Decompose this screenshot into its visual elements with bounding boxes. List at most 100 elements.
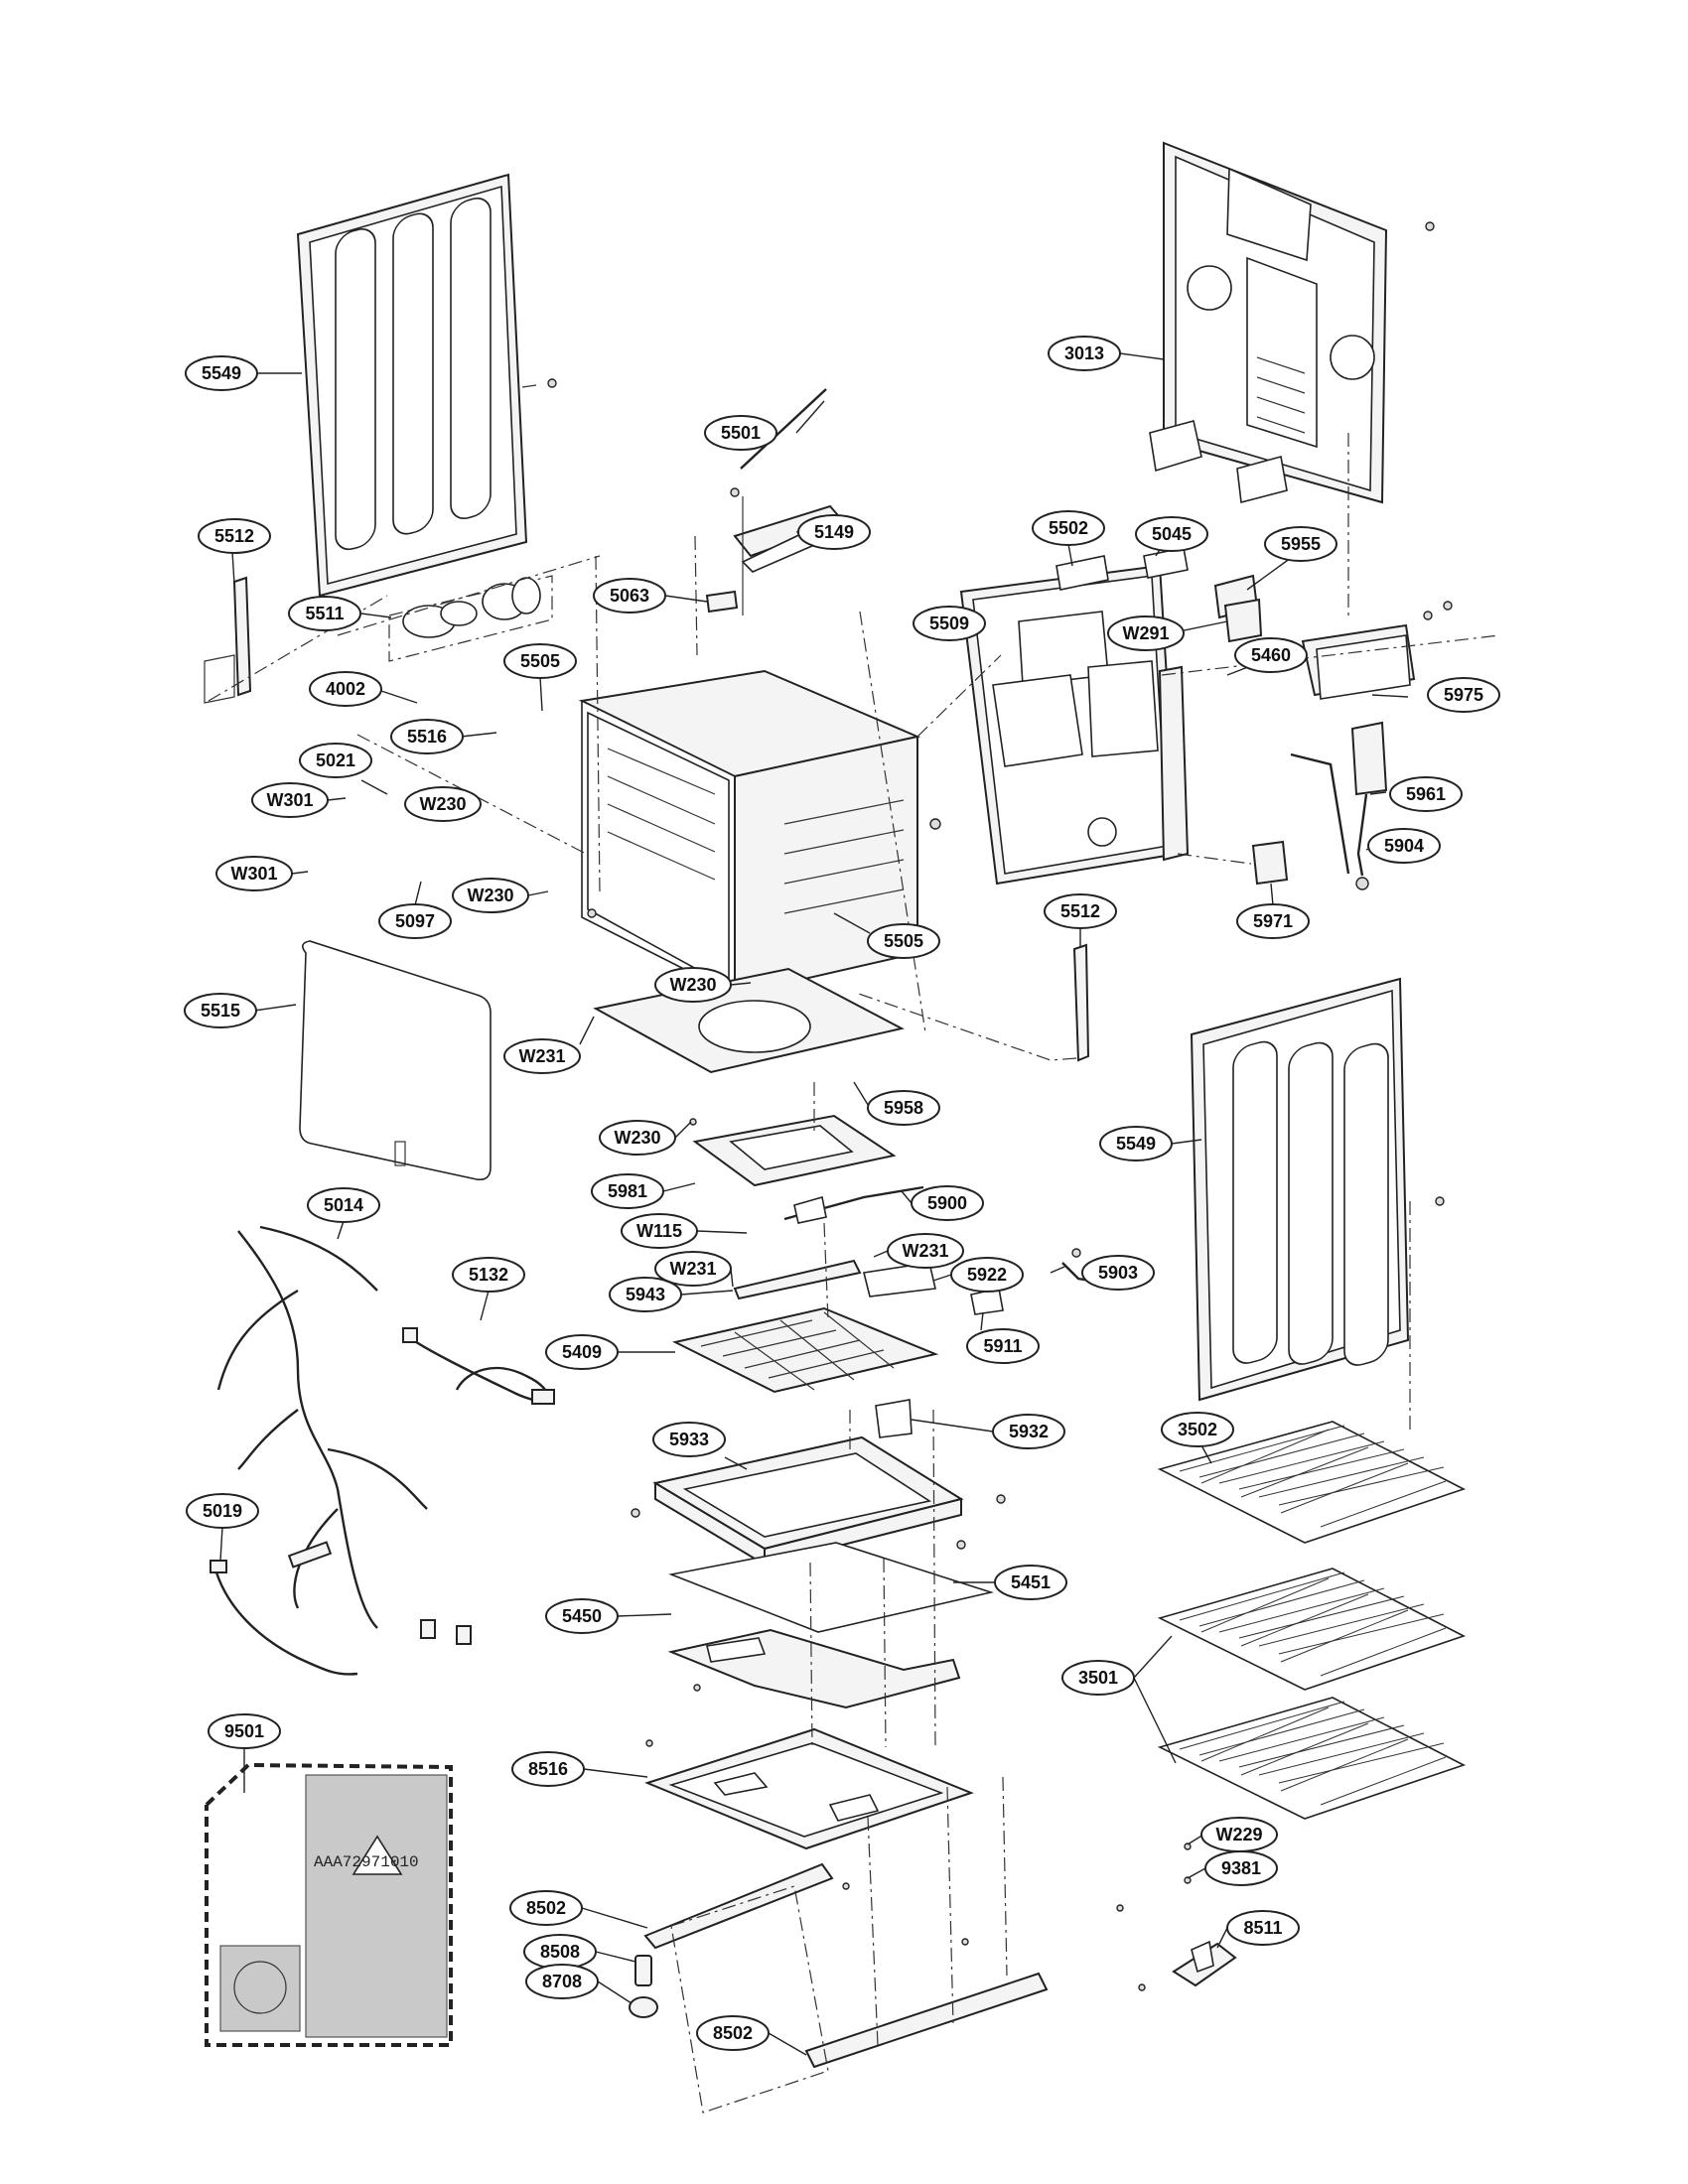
callout-5450: 5450: [545, 1598, 619, 1634]
callout-label: 5922: [967, 1265, 1007, 1285]
callout-5549-top: 5549: [185, 355, 258, 391]
callout-label: 8502: [526, 1898, 566, 1918]
callout-5019: 5019: [186, 1493, 259, 1529]
callout-label: 5515: [201, 1001, 240, 1021]
callout-5922: 5922: [950, 1257, 1024, 1293]
callout-5958: 5958: [867, 1090, 940, 1126]
callout-label: W231: [518, 1046, 565, 1066]
callout-label: 9501: [224, 1721, 264, 1741]
callout-3501: 3501: [1061, 1660, 1135, 1696]
door-gasket: [299, 940, 492, 1181]
callout-label: 5975: [1444, 685, 1483, 705]
callout-w115: W115: [621, 1213, 698, 1249]
right-electrical-components: [1223, 598, 1453, 890]
callout-9381: 9381: [1204, 1850, 1278, 1886]
callout-5502: 5502: [1032, 510, 1105, 546]
rear-frame: [959, 547, 1259, 886]
side-panel-right: [1190, 977, 1445, 1402]
callout-label: 3013: [1064, 343, 1104, 363]
callout-8708: 8708: [525, 1964, 599, 1999]
callout-label: 5019: [203, 1501, 242, 1521]
callout-label: 5501: [721, 423, 761, 443]
oven-rack-3501-lower: [1157, 1697, 1467, 1820]
callout-label: 8511: [1243, 1918, 1282, 1938]
callout-label: 5512: [1060, 901, 1100, 921]
callout-label: 5549: [1116, 1134, 1156, 1154]
callout-5505-mid: 5505: [867, 923, 940, 959]
callout-label: 9381: [1221, 1858, 1261, 1878]
side-panel-left: [296, 173, 557, 598]
callout-label: 5149: [814, 522, 854, 542]
callout-5512-right: 5512: [1044, 893, 1117, 929]
callout-w301-a: W301: [251, 782, 329, 818]
callout-label: W231: [902, 1241, 948, 1261]
power-cord: [402, 1327, 555, 1405]
callout-w229: W229: [1200, 1817, 1278, 1852]
callout-w291: W291: [1107, 615, 1185, 651]
callout-5512-left: 5512: [198, 518, 271, 554]
callout-label: 8516: [528, 1759, 568, 1779]
callout-5975: 5975: [1427, 677, 1500, 713]
callout-label: W230: [614, 1128, 660, 1148]
callout-label: W230: [419, 794, 466, 814]
callout-label: 5505: [884, 931, 923, 951]
callout-5981: 5981: [591, 1173, 664, 1209]
callout-w231-a: W231: [503, 1038, 581, 1074]
callout-5063: 5063: [593, 578, 666, 614]
callout-label: 5981: [608, 1181, 647, 1201]
callout-label: W230: [467, 886, 513, 905]
callout-5904: 5904: [1367, 828, 1441, 864]
callout-5045: 5045: [1135, 516, 1208, 552]
callout-5149: 5149: [797, 514, 871, 550]
callout-5943: 5943: [609, 1277, 682, 1312]
callout-label: 5904: [1384, 836, 1424, 856]
callout-5933: 5933: [652, 1422, 726, 1457]
leg-bracket: [1116, 1843, 1237, 1991]
callout-8502-a: 8502: [509, 1890, 583, 1926]
callout-label: 5450: [562, 1606, 602, 1626]
oven-rack-3502: [1157, 1421, 1467, 1544]
bottom-plate: [644, 1727, 974, 1850]
callout-label: 5932: [1009, 1422, 1049, 1441]
callout-label: 5511: [305, 604, 344, 623]
callout-5451: 5451: [994, 1565, 1067, 1600]
callout-3502: 3502: [1161, 1412, 1234, 1447]
heater-plate: [672, 1306, 939, 1438]
callout-5409: 5409: [545, 1334, 619, 1370]
callout-label: 5460: [1251, 645, 1291, 665]
callout-8516: 8516: [511, 1751, 585, 1787]
callout-5549-right: 5549: [1099, 1126, 1173, 1161]
callout-label: 5911: [983, 1336, 1022, 1356]
oven-rack-3501-upper: [1157, 1568, 1467, 1691]
callout-label: 5933: [669, 1430, 709, 1449]
callout-label: 8502: [713, 2023, 753, 2043]
callout-5955: 5955: [1264, 526, 1337, 562]
callout-w230-a: W230: [404, 786, 482, 822]
callout-label: 3502: [1178, 1420, 1217, 1439]
callout-label: W301: [266, 790, 313, 810]
callout-label: 5549: [202, 363, 241, 383]
callout-label: W229: [1215, 1825, 1262, 1844]
insulation-sheets: [667, 1542, 995, 1709]
callout-5971: 5971: [1236, 903, 1310, 939]
oven-cavity: [578, 669, 941, 997]
bottom-plates-upper: [593, 967, 905, 1187]
callout-label: 5903: [1098, 1263, 1138, 1283]
callout-5460: 5460: [1234, 637, 1308, 673]
callout-label: 5045: [1152, 524, 1192, 544]
callout-5014: 5014: [307, 1187, 380, 1223]
callout-5509: 5509: [913, 606, 986, 641]
callout-8511: 8511: [1226, 1910, 1300, 1946]
base-rails: [629, 1862, 1049, 2114]
callout-label: 5512: [214, 526, 254, 546]
lamp-assembly: [388, 575, 553, 662]
callout-5932: 5932: [992, 1414, 1065, 1449]
hinge-strip-left: [204, 576, 252, 704]
callout-label: 5014: [324, 1195, 363, 1215]
callout-label: 4002: [326, 679, 365, 699]
callout-w230-c: W230: [654, 967, 732, 1003]
callout-label: 5409: [562, 1342, 602, 1362]
callout-8502-b: 8502: [696, 2015, 770, 2051]
callout-label: 5097: [395, 911, 435, 931]
